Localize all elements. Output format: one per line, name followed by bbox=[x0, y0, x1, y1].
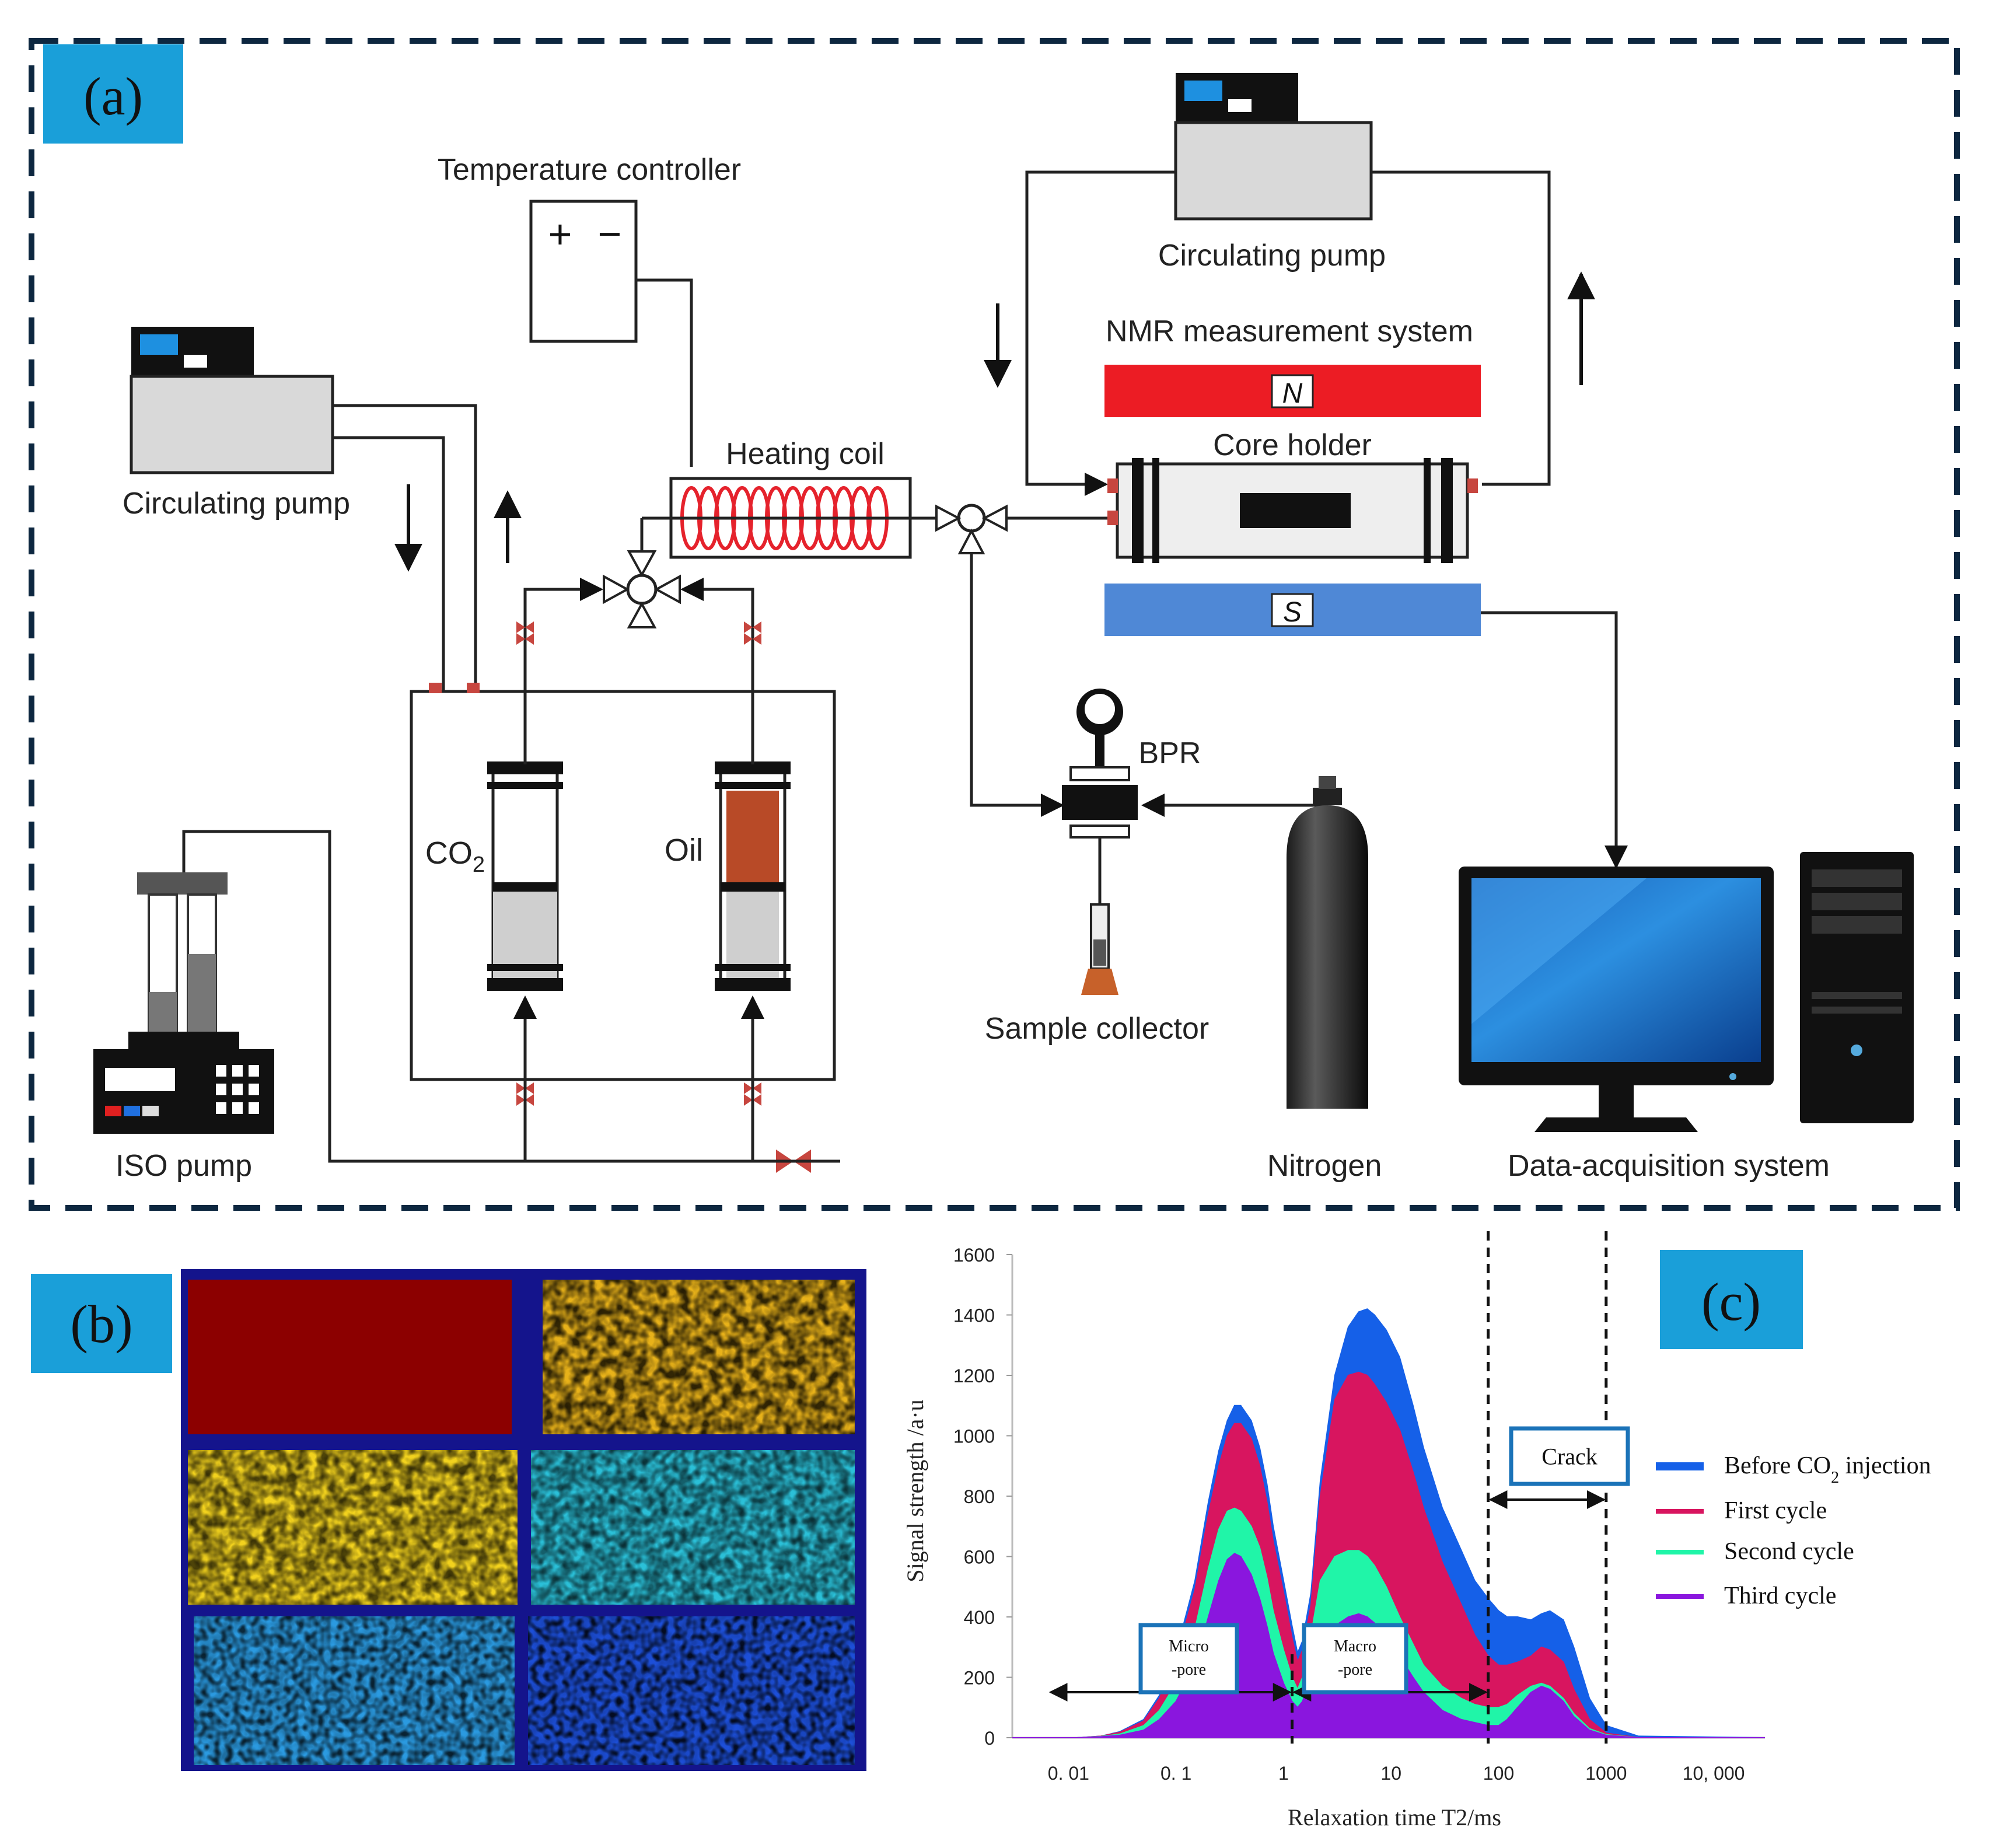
heating-coil bbox=[669, 477, 912, 559]
x-tick-label: 0. 01 bbox=[1048, 1763, 1089, 1784]
right-circulating-pump bbox=[1174, 73, 1373, 221]
y-tick-label: 1200 bbox=[953, 1365, 995, 1386]
plus-sign: + bbox=[548, 211, 572, 257]
left-circulating-pump-label: Circulating pump bbox=[123, 487, 350, 520]
keypad-key bbox=[249, 1065, 259, 1077]
nmr-system-label: NMR measurement system bbox=[1106, 315, 1473, 348]
temperature-controller-box bbox=[529, 200, 638, 343]
oil-cylinder bbox=[715, 761, 791, 991]
bpr-label: BPR bbox=[1139, 736, 1201, 770]
line-to-bpr bbox=[970, 553, 1064, 817]
panel-c-t2-chart: (c) 0 200 400 600 800 1000 1200 1400 1600 0. 01 0.… bbox=[902, 1231, 1931, 1830]
x-tick-label: 10 bbox=[1380, 1763, 1401, 1784]
sample-collector bbox=[1081, 903, 1118, 995]
four-way-valve-left bbox=[603, 550, 681, 628]
micro-pore-label: Micro bbox=[1169, 1637, 1208, 1655]
sample-collector-label: Sample collector bbox=[985, 1012, 1209, 1046]
panel-a-setup-diagram: (a) Temperature controller + − Circulati… bbox=[29, 38, 1960, 1211]
keypad-key bbox=[249, 1084, 259, 1095]
micro-pore-box bbox=[1138, 1623, 1239, 1695]
panel-b-tag-box bbox=[31, 1274, 172, 1373]
co2-line-to-valve bbox=[523, 578, 603, 753]
legend-entry: Third cycle bbox=[1724, 1582, 1836, 1609]
oil-label: Oil bbox=[665, 833, 703, 868]
core-holder bbox=[1107, 458, 1478, 563]
pump-line-in bbox=[333, 436, 445, 691]
legend-entry: Before CO2 injection bbox=[1724, 1452, 1931, 1487]
keypad-key bbox=[216, 1065, 226, 1077]
nmr-image-texture bbox=[194, 1616, 515, 1765]
panel-a-dashed-frame bbox=[29, 38, 1960, 1211]
nitrogen-label: Nitrogen bbox=[1267, 1149, 1382, 1183]
crack-box bbox=[1509, 1426, 1630, 1486]
pump-line-out bbox=[333, 404, 477, 691]
magnet-n-label: N bbox=[1282, 378, 1303, 409]
iso-pump-label: ISO pump bbox=[116, 1149, 252, 1183]
legend-entry: First cycle bbox=[1724, 1497, 1827, 1524]
co2-label: CO2 bbox=[425, 836, 485, 877]
legend-entry: Second cycle bbox=[1724, 1538, 1854, 1565]
nmr-image-texture bbox=[543, 1280, 855, 1434]
x-tick-label: 1 bbox=[1278, 1763, 1289, 1784]
micro-pore-label: -pore bbox=[1172, 1661, 1206, 1679]
keypad-key bbox=[249, 1102, 259, 1114]
signal-line bbox=[1481, 611, 1628, 869]
nmr-image-texture bbox=[528, 1616, 855, 1765]
y-tick-label: 1600 bbox=[953, 1245, 995, 1266]
computer-tower bbox=[1800, 852, 1914, 1123]
co2-cylinder bbox=[487, 761, 563, 991]
y-tick-label: 1400 bbox=[953, 1305, 995, 1326]
keypad-key bbox=[216, 1102, 226, 1114]
magnet-s-label: S bbox=[1283, 597, 1302, 628]
nmr-image-tile bbox=[188, 1280, 512, 1434]
macro-pore-label: -pore bbox=[1338, 1661, 1372, 1679]
panel-b-nmr-images: (b) bbox=[31, 1269, 866, 1771]
panel-a-tag-box bbox=[43, 44, 183, 144]
y-tick-label: 1000 bbox=[953, 1426, 995, 1447]
panel-a-tag: (a) bbox=[83, 67, 143, 126]
y-tick-label: 0 bbox=[984, 1728, 995, 1749]
pump-to-core-line bbox=[1025, 170, 1176, 496]
controller-wire bbox=[636, 278, 693, 467]
incubator-box bbox=[410, 690, 836, 1081]
keypad-key bbox=[232, 1065, 243, 1077]
panel-b-tag: (b) bbox=[70, 1294, 132, 1354]
oil-line-to-valve bbox=[680, 578, 754, 753]
keypad-key bbox=[232, 1084, 243, 1095]
x-tick-label: 10, 000 bbox=[1683, 1763, 1745, 1784]
back-pressure-regulator bbox=[1062, 689, 1138, 839]
nmr-image-texture bbox=[188, 1450, 518, 1605]
y-tick-label: 200 bbox=[964, 1668, 995, 1689]
y-tick-label: 800 bbox=[964, 1486, 995, 1507]
iso-pump-line bbox=[182, 830, 840, 1163]
panel-c-tag: (c) bbox=[1701, 1272, 1761, 1332]
right-circulating-pump-label: Circulating pump bbox=[1158, 239, 1386, 273]
nmr-image-texture bbox=[531, 1450, 855, 1605]
x-axis-label: Relaxation time T2/ms bbox=[1288, 1804, 1501, 1830]
core-to-pump-line bbox=[1371, 170, 1551, 486]
y-tick-label: 600 bbox=[964, 1547, 995, 1568]
macro-pore-label: Macro bbox=[1334, 1637, 1376, 1655]
left-circulating-pump bbox=[130, 327, 334, 474]
crack-label: Crack bbox=[1541, 1444, 1598, 1470]
x-tick-label: 1000 bbox=[1585, 1763, 1627, 1784]
y-axis-label: Signal strength /a·u bbox=[902, 1399, 928, 1582]
y-tick-label: 400 bbox=[964, 1607, 995, 1628]
x-tick-label: 100 bbox=[1483, 1763, 1514, 1784]
x-tick-label: 0. 1 bbox=[1160, 1763, 1191, 1784]
data-acquisition-label: Data-acquisition system bbox=[1508, 1149, 1830, 1183]
core-holder-label: Core holder bbox=[1213, 428, 1372, 462]
macro-pore-box bbox=[1302, 1623, 1408, 1695]
minus-sign: − bbox=[598, 211, 622, 257]
three-way-valve bbox=[935, 504, 1008, 554]
iso-pump bbox=[93, 872, 274, 1134]
temperature-controller-label: Temperature controller bbox=[438, 153, 741, 187]
nitrogen-tank bbox=[1287, 776, 1368, 1109]
heating-coil-label: Heating coil bbox=[726, 437, 885, 471]
keypad-key bbox=[216, 1084, 226, 1095]
keypad-key bbox=[232, 1102, 243, 1114]
panel-c-tag-box bbox=[1660, 1250, 1803, 1349]
computer-monitor bbox=[1459, 867, 1774, 1132]
